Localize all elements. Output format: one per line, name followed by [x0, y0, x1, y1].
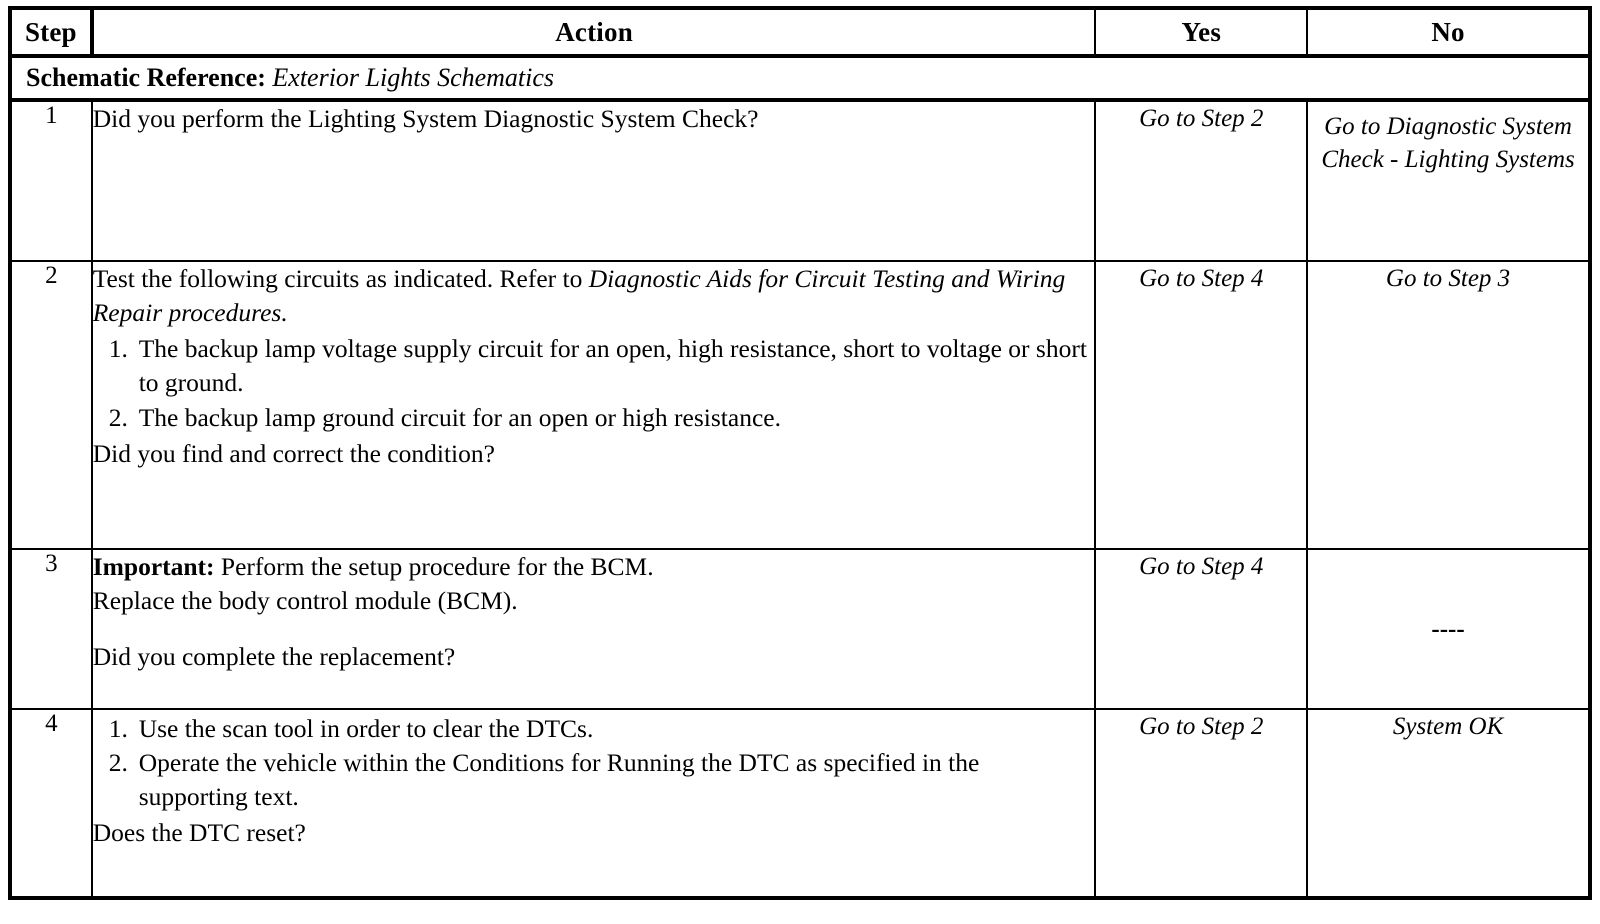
- column-header-yes: Yes: [1094, 7, 1309, 58]
- yes-answer: Go to Step 4: [1094, 548, 1309, 710]
- action-question: Did you perform the Lighting System Diag…: [92, 104, 759, 133]
- step-number: 4: [9, 708, 93, 899]
- step-number: 1: [9, 99, 93, 262]
- table-row: 3 Important: Perform the setup procedure…: [9, 548, 1591, 710]
- no-answer-dashes: ----: [1431, 615, 1465, 643]
- action-cell: Test the following circuits as indicated…: [90, 260, 1097, 550]
- action-cell: Did you perform the Lighting System Diag…: [90, 99, 1097, 262]
- action-question: Does the DTC reset?: [92, 818, 306, 848]
- list-item: 1. Use the scan tool in order to clear th…: [93, 712, 1095, 746]
- schematic-reference-label: Schematic Reference:: [26, 63, 266, 92]
- list-item-text: The backup lamp ground circuit for an op…: [138, 402, 781, 432]
- list-item-number: 1.: [108, 334, 128, 364]
- table-row: 2 Test the following circuits as indicat…: [9, 260, 1591, 550]
- action-instruction: Replace the body control module (BCM).: [92, 586, 518, 616]
- action-question: Did you complete the replacement?: [92, 642, 456, 672]
- schematic-reference-value: Exterior Lights Schematics: [272, 63, 555, 92]
- column-header-step: Step: [9, 7, 94, 58]
- important-text: Perform the setup procedure for the BCM.: [214, 552, 654, 581]
- table-row: 4 1. Use the scan tool in order to clear …: [9, 708, 1591, 899]
- step-number: 3: [9, 548, 93, 710]
- list-item-number: 1.: [108, 714, 128, 743]
- important-label: Important:: [92, 552, 215, 581]
- diagnostic-procedure-table: Step Action Yes No Schematic Reference: …: [8, 6, 1592, 900]
- action-item-list: 1. Use the scan tool in order to clear th…: [93, 712, 1095, 814]
- no-answer: Go to Diagnostic System Check - Lighting…: [1306, 99, 1591, 262]
- list-item: 2. The backup lamp ground circuit for an …: [93, 401, 1095, 435]
- step-number: 2: [9, 260, 93, 550]
- action-item-list: 1. The backup lamp voltage supply circuit…: [93, 332, 1095, 434]
- yes-answer: Go to Step 4: [1094, 260, 1309, 550]
- action-cell: 1. Use the scan tool in order to clear th…: [90, 708, 1097, 899]
- no-answer: System OK: [1306, 708, 1591, 899]
- table-row: 1 Did you perform the Lighting System Di…: [9, 99, 1591, 262]
- schematic-reference-cell: Schematic Reference: Exterior Lights Sch…: [9, 55, 1591, 102]
- list-item-text: Operate the vehicle within the Condition…: [138, 748, 980, 812]
- list-item-number: 2.: [108, 402, 128, 432]
- list-item-text: The backup lamp voltage supply circuit f…: [138, 334, 1087, 398]
- no-answer: Go to Step 3: [1306, 260, 1591, 550]
- schematic-reference-row: Schematic Reference: Exterior Lights Sch…: [9, 55, 1591, 102]
- action-important: Important: Perform the setup procedure f…: [93, 550, 1095, 584]
- action-question: Did you find and correct the condition?: [92, 438, 495, 468]
- action-intro-italic: Diagnostic Aids for Circuit Testing and …: [92, 264, 1066, 328]
- list-item: 2. Operate the vehicle within the Conditi…: [93, 746, 1095, 814]
- column-header-no: No: [1306, 7, 1591, 58]
- table-header-row: Step Action Yes No: [9, 7, 1591, 58]
- action-intro-plain: Test the following circuits as indicated…: [92, 264, 589, 293]
- no-answer: ----: [1306, 548, 1591, 710]
- list-item: 1. The backup lamp voltage supply circuit…: [93, 332, 1095, 400]
- list-item-text: Use the scan tool in order to clear the …: [138, 714, 594, 743]
- column-header-action: Action: [90, 7, 1097, 58]
- list-item-number: 2.: [108, 748, 128, 778]
- action-intro: Test the following circuits as indicated…: [93, 262, 1095, 330]
- action-cell: Important: Perform the setup procedure f…: [90, 548, 1097, 710]
- yes-answer: Go to Step 2: [1094, 708, 1309, 899]
- yes-answer: Go to Step 2: [1094, 99, 1309, 262]
